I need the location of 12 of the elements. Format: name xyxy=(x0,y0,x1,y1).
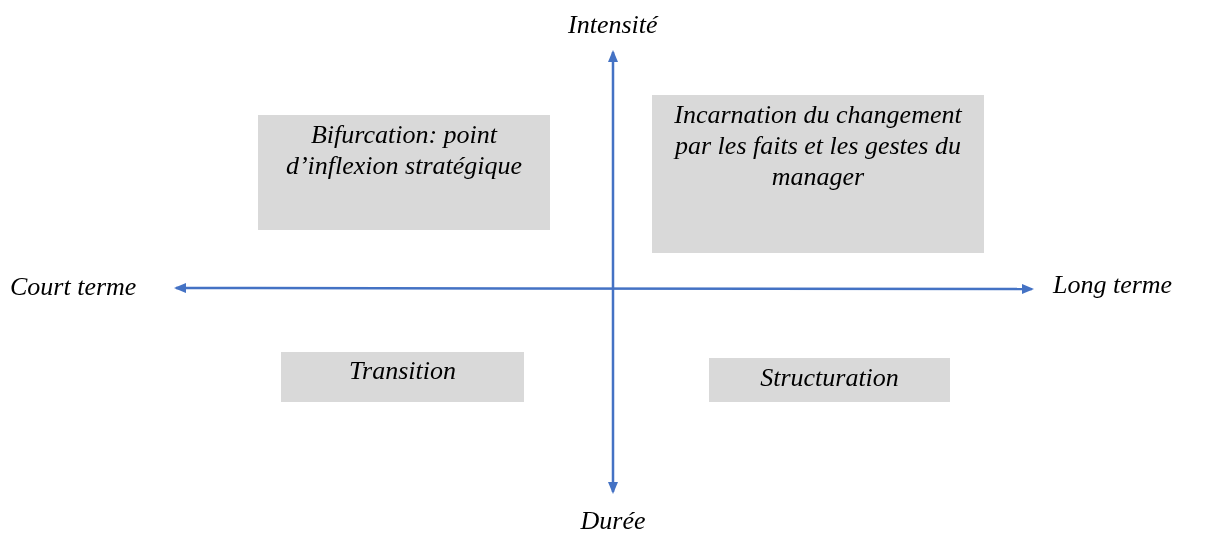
quadrant-text: Bifurcation: point d’inflexion stratégique xyxy=(284,119,524,181)
axis-label: Intensité xyxy=(568,10,658,40)
axis-label: Court terme xyxy=(10,272,137,302)
quadrant-text: Structuration xyxy=(760,362,899,393)
quadrant-box xyxy=(709,358,950,402)
quadrant-box xyxy=(281,352,524,402)
axis-label: Durée xyxy=(580,506,646,533)
axis-label: Long terme xyxy=(1053,270,1173,300)
quadrant-text: Transition xyxy=(349,355,456,386)
quadrant-text: Incarnation du changement par les faits et les gestes du manager xyxy=(672,99,963,192)
quadrant-box xyxy=(652,95,984,253)
quadrant-box xyxy=(258,115,550,230)
